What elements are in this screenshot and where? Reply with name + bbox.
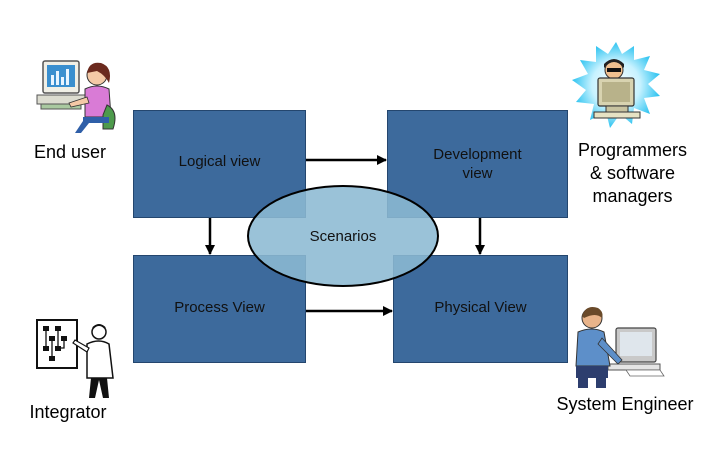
- development-view-label-line1: Development: [433, 146, 522, 163]
- process-view-label: Process View: [174, 299, 265, 316]
- man-with-flowchart-icon: [36, 319, 114, 398]
- development-view-label-line2: view: [462, 165, 493, 182]
- programmer-at-monitor-icon: [572, 42, 660, 128]
- scenarios-ellipse: [247, 185, 439, 287]
- physical-view-box: [393, 255, 568, 363]
- woman-at-computer-icon: [36, 60, 116, 133]
- development-view-box: [387, 110, 568, 218]
- programmers-label-line2: & software: [589, 163, 676, 183]
- physical-view-label: Physical View: [434, 299, 527, 316]
- end-user-label: End user: [33, 142, 107, 162]
- integrator-label: Integrator: [29, 402, 107, 422]
- man-at-computer-icon: [575, 307, 665, 388]
- programmers-label-line3: managers: [592, 186, 673, 206]
- scenarios-label: Scenarios: [309, 228, 377, 245]
- logical-view-label: Logical view: [178, 153, 261, 170]
- system-engineer-label: System Engineer: [556, 394, 694, 414]
- programmers-label-line1: Programmers: [577, 140, 688, 160]
